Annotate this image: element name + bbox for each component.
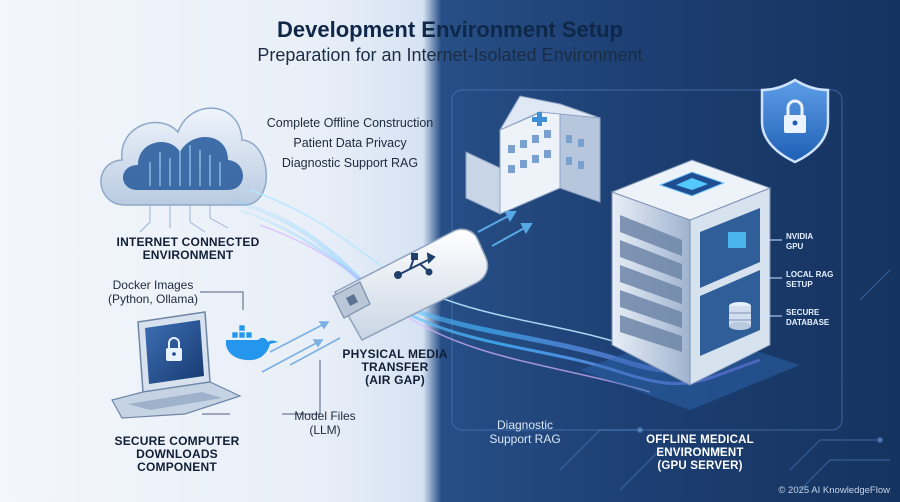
laptop-lock-icon: [166, 337, 182, 361]
offline-label-line1: OFFLINE MEDICAL: [646, 434, 754, 446]
circuit-traces: [559, 269, 891, 491]
rag-setup-label-line1: LOCAL RAG: [786, 270, 834, 279]
transfer-label-line3: (AIR GAP): [365, 373, 425, 387]
diagnostic-rag-label: Diagnostic Support RAG: [470, 418, 580, 446]
local-rag-setup-label: LOCAL RAG SETUP: [786, 270, 833, 290]
transfer-arrows: [261, 321, 341, 373]
transfer-label-line1: PHYSICAL MEDIA: [342, 347, 448, 361]
computer-label-line3: COMPONENT: [137, 460, 217, 474]
physical-media-transfer-label: PHYSICAL MEDIA TRANSFER (AIR GAP): [330, 348, 460, 387]
docker-whale-icon: [226, 324, 278, 361]
bullet-diagnostic-rag: Diagnostic Support RAG: [281, 156, 419, 170]
secure-computer-label: SECURE COMPUTER DOWNLOADS COMPONENT: [92, 435, 262, 474]
laptop-icon: [111, 311, 242, 419]
inbound-arrows: [477, 211, 533, 247]
transfer-label-line2: TRANSFER: [361, 360, 429, 374]
rag-setup-label-line2: SETUP: [786, 280, 813, 289]
internet-label-line1: INTERNET CONNECTED: [116, 235, 260, 249]
usb-symbol-icon: [394, 252, 436, 279]
copyright-notice: © 2025 AI KnowledgeFlow: [778, 485, 890, 496]
model-files-label: Model Files (LLM): [270, 409, 380, 437]
gpu-label-line2: GPU: [786, 242, 804, 251]
model-label-line1: Model Files: [294, 409, 356, 423]
medical-cross-icon: [532, 112, 547, 126]
secure-database-label: SECURE DATABASE: [786, 308, 829, 328]
db-label-line1: SECURE: [786, 308, 820, 317]
db-label-line2: DATABASE: [786, 318, 830, 327]
gpu-chip-icon: [728, 232, 746, 248]
computer-label-line1: SECURE COMPUTER: [114, 434, 240, 448]
label-connectors: [200, 291, 321, 415]
database-icon: [729, 302, 751, 330]
page-subtitle: Preparation for an Internet-Isolated Env…: [257, 45, 643, 65]
cloud-icon: [100, 107, 267, 233]
internet-environment-label: INTERNET CONNECTED ENVIRONMENT: [88, 236, 288, 262]
usb-drive-icon: [332, 228, 489, 341]
docker-images-label: Docker Images (Python, Ollama): [88, 278, 218, 306]
gpu-label-line1: NVIDIA: [786, 232, 814, 241]
server-label-leaders: [760, 239, 782, 317]
internet-label-line2: ENVIRONMENT: [142, 248, 234, 262]
docker-label-line2: (Python, Ollama): [107, 292, 199, 306]
model-label-line2: (LLM): [309, 423, 341, 437]
offline-environment-label: OFFLINE MEDICAL ENVIRONMENT (GPU SERVER): [620, 434, 780, 473]
computer-label-line2: DOWNLOADS: [136, 447, 218, 461]
page-title: Development Environment Setup: [277, 17, 623, 42]
docker-label-line1: Docker Images: [112, 278, 194, 292]
bullet-offline-construction: Complete Offline Construction: [266, 116, 434, 130]
shield-lock-icon: [760, 78, 830, 164]
rag-label-line1: Diagnostic: [496, 418, 554, 432]
nvidia-gpu-label: NVIDIA GPU: [786, 232, 813, 252]
server-rack-icon: [580, 159, 800, 410]
bullet-patient-privacy: Patient Data Privacy: [293, 136, 407, 150]
rag-label-line2: Support RAG: [489, 432, 561, 446]
offline-label-line3: (GPU SERVER): [657, 460, 743, 472]
hospital-icon: [465, 95, 601, 215]
chip-icon: [658, 171, 726, 197]
offline-label-line2: ENVIRONMENT: [656, 447, 744, 459]
